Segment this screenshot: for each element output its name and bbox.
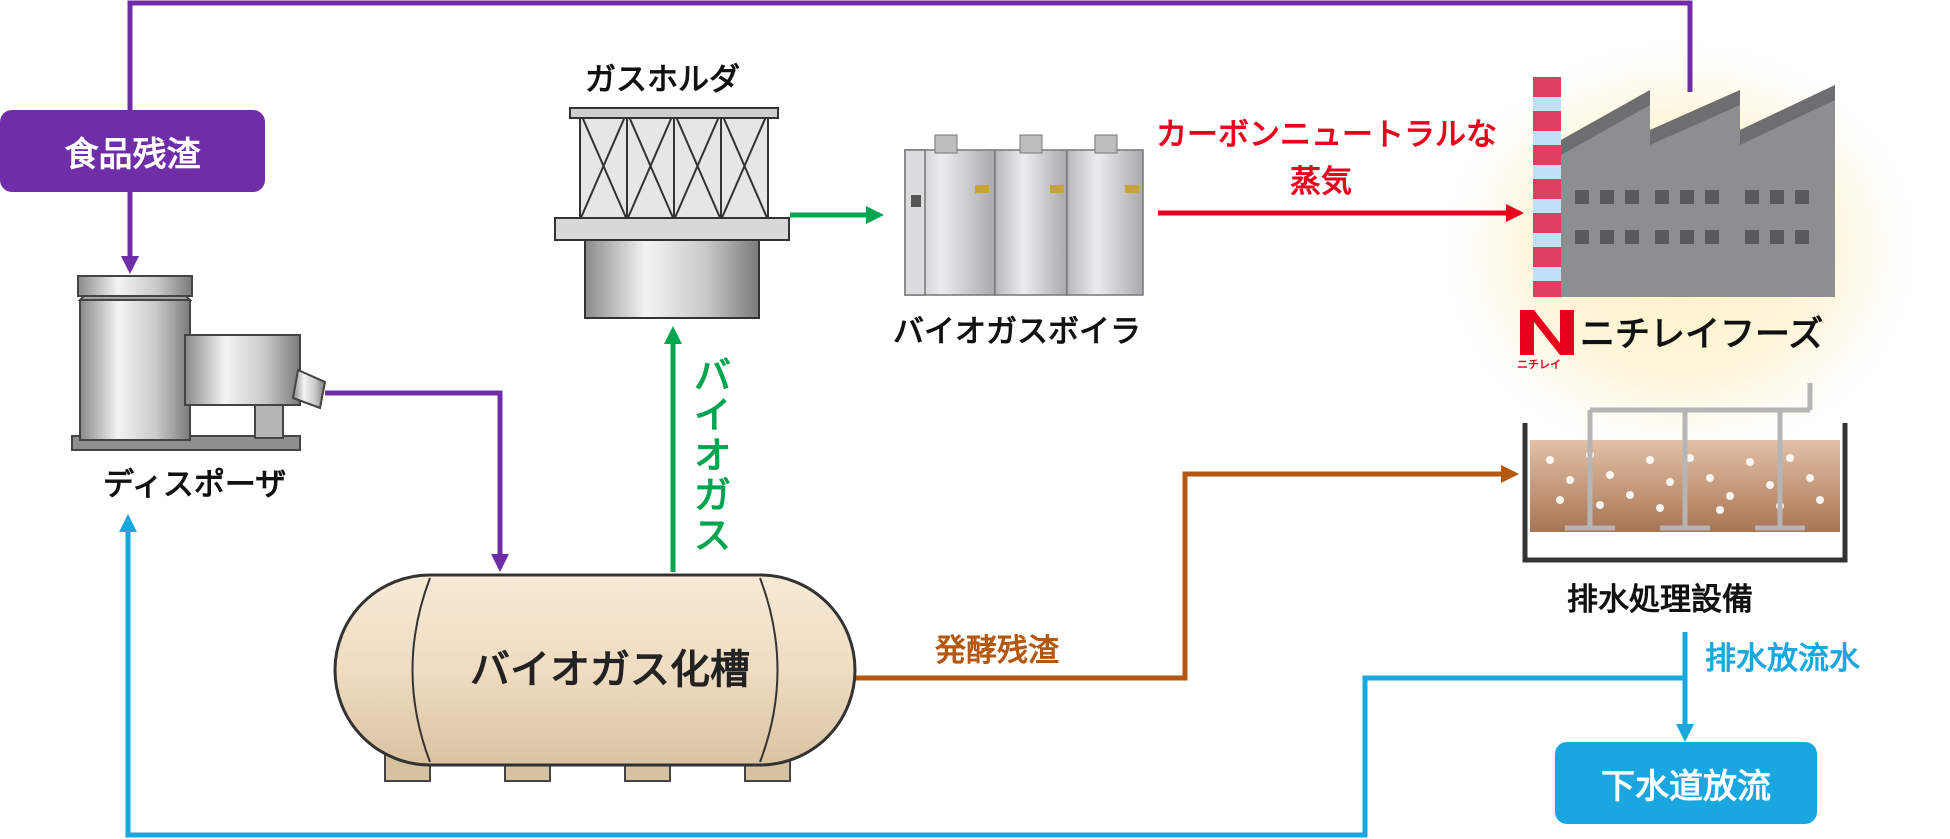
gas-holder-label: ガスホルダ	[585, 62, 740, 98]
biogas-flow	[664, 206, 884, 572]
biogas-tank-icon	[333, 573, 857, 782]
digestion-residue-flow	[850, 465, 1519, 681]
disposer-label: ディスポーザ	[103, 467, 287, 503]
food-residue-label: 食品残渣	[64, 134, 201, 175]
steam-label-line2: 蒸気	[1290, 164, 1352, 200]
wastewater-facility-label: 排水処理設備	[1567, 582, 1753, 618]
wastewater-discharge-label: 排水放流水	[1705, 641, 1860, 677]
nichirei-logo-icon	[1520, 310, 1574, 355]
biogas-boiler-label: バイオガスボイラ	[893, 314, 1141, 350]
biogas-tank-label: バイオガス化槽	[470, 647, 750, 693]
logo-small-text: ニチレイ	[1517, 358, 1561, 371]
sewer-discharge-label: 下水道放流	[1601, 766, 1771, 807]
steam-label-line1: カーボンニュートラルな	[1156, 117, 1497, 153]
boiler-icon	[904, 134, 1144, 296]
biogas-label: バイオガス	[687, 355, 731, 555]
sewer-discharge-box: 下水道放流	[1555, 742, 1817, 824]
wastewater-tank-icon	[1522, 383, 1848, 563]
gas-holder-icon	[554, 107, 790, 319]
food-residue-box: 食品残渣	[0, 110, 265, 192]
digestion-residue-label: 発酵残渣	[935, 633, 1059, 669]
disposer-icon	[71, 275, 327, 451]
factory-icon	[1533, 77, 1835, 297]
food-residue-flow	[121, 0, 1693, 572]
water-flow	[119, 514, 1694, 838]
company-name: ニチレイフーズ	[1580, 315, 1824, 355]
